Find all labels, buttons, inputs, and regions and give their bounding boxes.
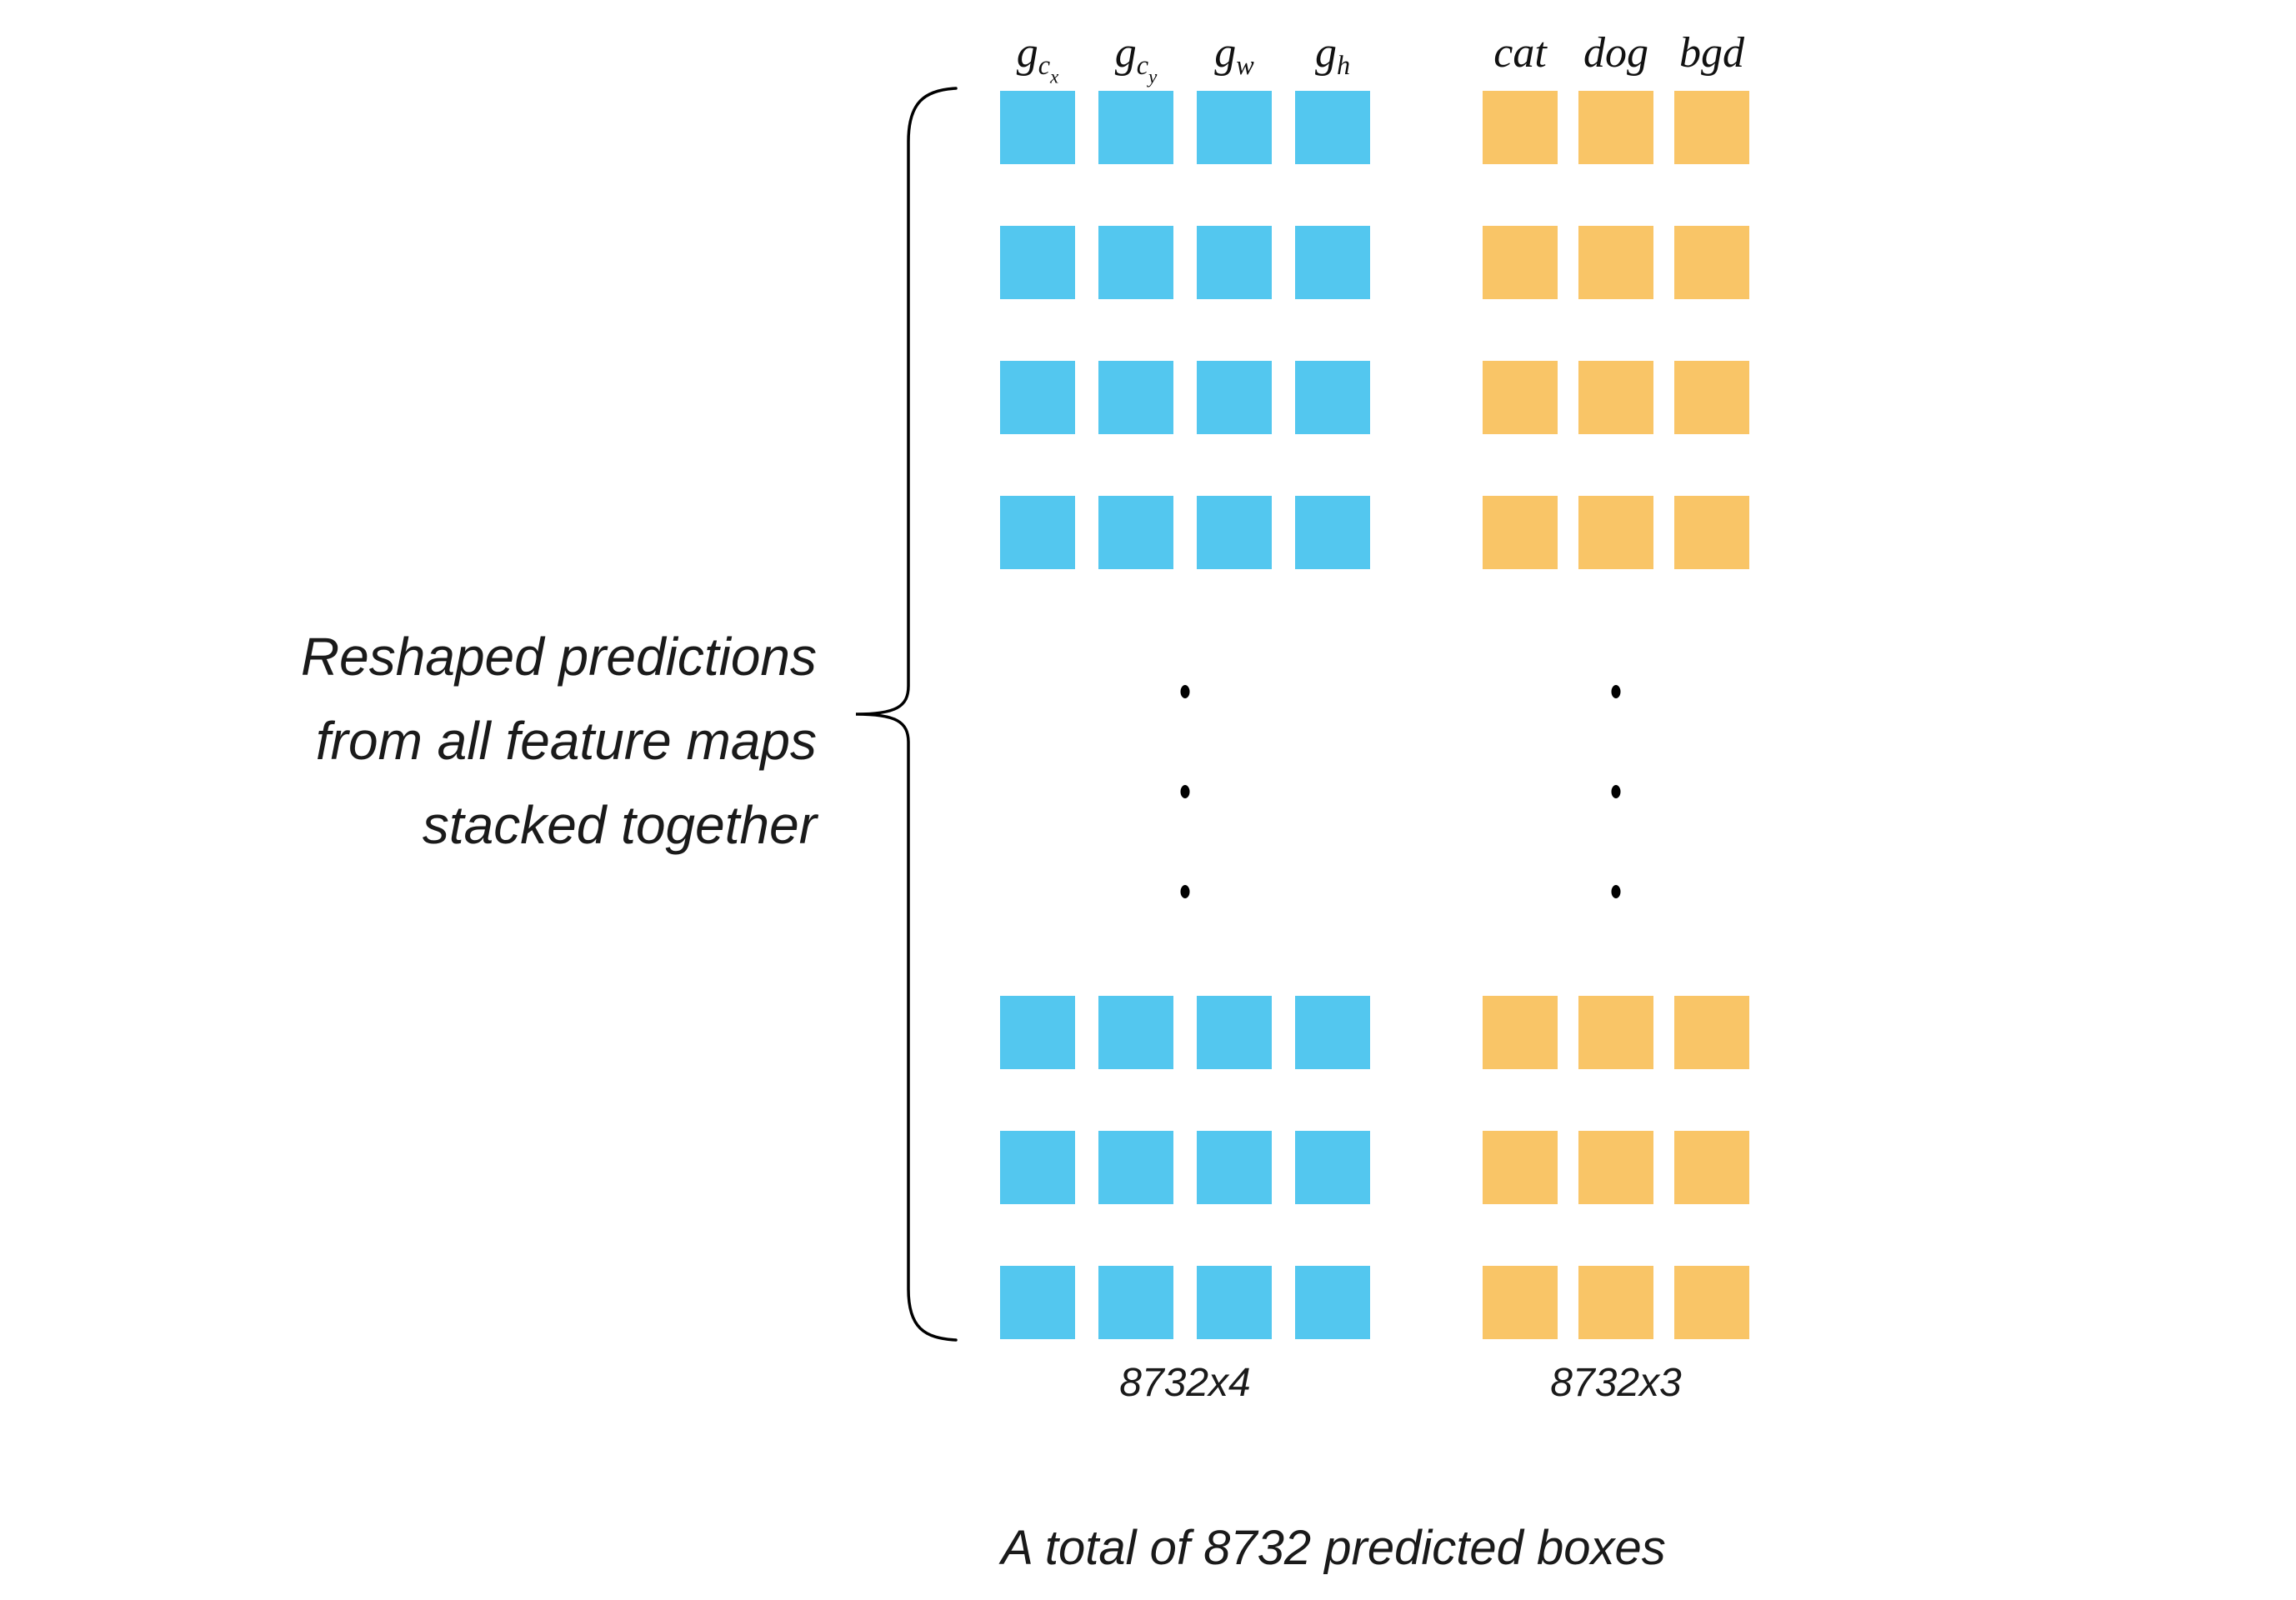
loc-prediction-cell [1197,91,1272,164]
loc-header-row: gcx gcy gw gh [1000,28,1370,88]
curly-brace [855,87,958,1342]
class-prediction-row [1483,91,1749,164]
loc-prediction-cell [1295,996,1370,1069]
ellipsis-dot [1611,785,1621,798]
loc-prediction-cell [1197,496,1272,569]
left-label-line-3: stacked together [422,795,817,855]
loc-prediction-row [1000,996,1370,1069]
loc-prediction-cell [1098,996,1173,1069]
class-prediction-cell [1483,361,1558,434]
class-prediction-cell [1674,496,1749,569]
left-label-line-2: from all feature maps [315,711,817,771]
loc-prediction-cell [1098,361,1173,434]
loc-prediction-cell [1295,361,1370,434]
class-prediction-cell [1578,1131,1653,1204]
loc-header-gw: gw [1214,29,1254,81]
class-prediction-row [1483,226,1749,299]
loc-header-gcy: gcy [1114,29,1158,88]
ellipsis-dot [1180,885,1190,898]
total-boxes-caption: A total of 8732 predicted boxes [1001,1521,1666,1575]
class-prediction-row [1483,361,1749,434]
class-prediction-cell [1578,91,1653,164]
loc-prediction-row [1000,496,1370,569]
class-prediction-row [1483,996,1749,1069]
class-prediction-cell [1578,361,1653,434]
class-prediction-cell [1483,91,1558,164]
loc-prediction-cell [1098,1131,1173,1204]
class-prediction-cell [1483,496,1558,569]
loc-prediction-cell [1000,996,1075,1069]
class-prediction-cell [1483,226,1558,299]
loc-prediction-cell [1295,91,1370,164]
loc-header-gh: gh [1314,29,1351,81]
class-header-cat: cat [1493,29,1547,77]
loc-prediction-cell [1098,1266,1173,1339]
class-prediction-cell [1578,226,1653,299]
loc-prediction-cell [1197,996,1272,1069]
loc-prediction-cell [1098,496,1173,569]
loc-prediction-cell [1197,1131,1272,1204]
loc-prediction-row [1000,1131,1370,1204]
class-size-label: 8732x3 [1550,1361,1682,1405]
loc-prediction-cell [1000,1266,1075,1339]
loc-predictions-group: gcx gcy gw gh 8732x4 [1000,0,1370,1600]
loc-prediction-cell [1197,1266,1272,1339]
loc-prediction-cell [1197,226,1272,299]
class-prediction-cell [1674,1266,1749,1339]
loc-prediction-cell [1295,496,1370,569]
class-prediction-cell [1578,996,1653,1069]
left-label-line-1: Reshaped predictions [300,627,817,687]
ellipsis-dot [1611,885,1621,898]
class-prediction-row [1483,496,1749,569]
class-prediction-cell [1578,496,1653,569]
class-prediction-cell [1483,1266,1558,1339]
loc-prediction-cell [1000,496,1075,569]
loc-prediction-row [1000,361,1370,434]
loc-size-label: 8732x4 [1119,1361,1251,1405]
ellipsis-dot [1180,785,1190,798]
loc-prediction-cell [1000,361,1075,434]
class-prediction-cell [1674,1131,1749,1204]
class-prediction-row [1483,1131,1749,1204]
loc-prediction-cell [1295,1131,1370,1204]
loc-prediction-cell [1295,226,1370,299]
loc-prediction-row [1000,226,1370,299]
class-prediction-row [1483,1266,1749,1339]
loc-prediction-cell [1295,1266,1370,1339]
class-prediction-cell [1674,91,1749,164]
loc-prediction-cell [1197,361,1272,434]
class-prediction-cell [1674,361,1749,434]
loc-header-gcx: gcx [1016,29,1059,88]
reshaped-predictions-label: Reshaped predictions from all feature ma… [233,615,817,868]
class-prediction-cell [1674,226,1749,299]
class-prediction-cell [1674,996,1749,1069]
class-prediction-cell [1483,1131,1558,1204]
loc-prediction-cell [1000,1131,1075,1204]
class-prediction-cell [1578,1266,1653,1339]
ellipsis-dot [1611,685,1621,698]
loc-prediction-cell [1000,91,1075,164]
ellipsis-dot [1180,685,1190,698]
class-header-dog: dog [1583,29,1648,77]
class-prediction-cell [1483,996,1558,1069]
loc-prediction-row [1000,91,1370,164]
loc-prediction-row [1000,1266,1370,1339]
class-header-bgd: bgd [1679,29,1744,77]
loc-prediction-cell [1098,226,1173,299]
loc-prediction-cell [1098,91,1173,164]
loc-prediction-cell [1000,226,1075,299]
